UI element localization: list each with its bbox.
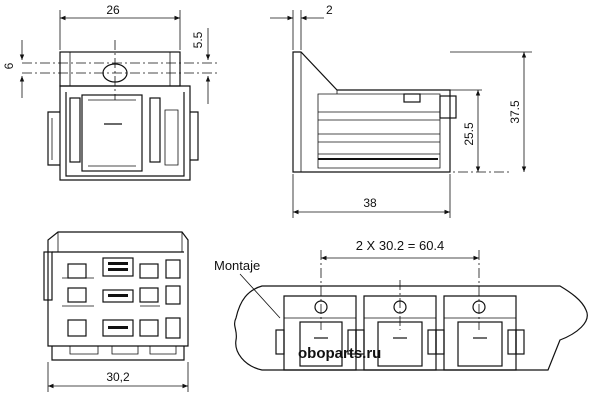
mount-spacing-label: 2 X 30.2 = 60.4 [356, 238, 445, 253]
side-dim-total-height: 37.5 [508, 52, 527, 172]
mount-view: 2 X 30.2 = 60.4 Montaje oboparts.ru [214, 238, 588, 371]
dim-25-5: 25.5 [462, 122, 476, 146]
front-dim-offset: 5.5 [191, 28, 211, 104]
front-view [22, 40, 218, 181]
dim-26: 26 [106, 3, 120, 17]
dim-37-5: 37.5 [508, 100, 522, 124]
bottom-dim-width: 30,2 [47, 362, 189, 392]
side-dim-width: 38 [292, 174, 451, 218]
dim-5-5: 5.5 [191, 31, 205, 48]
dim-38: 38 [363, 196, 377, 210]
dim-6: 6 [2, 62, 16, 69]
front-dim-width: 26 [59, 3, 181, 50]
montaje-label: Montaje [214, 258, 260, 273]
holder-3 [435, 295, 525, 371]
front-dim-height: 6 [2, 40, 25, 98]
side-dim-inner-height: 25.5 [462, 90, 481, 172]
bottom-view [43, 231, 189, 361]
side-view [292, 51, 532, 173]
dim-30-2: 30,2 [106, 370, 130, 384]
side-dim-step: 2 [270, 3, 333, 50]
dim-2: 2 [326, 3, 333, 17]
watermark: oboparts.ru [298, 345, 381, 362]
